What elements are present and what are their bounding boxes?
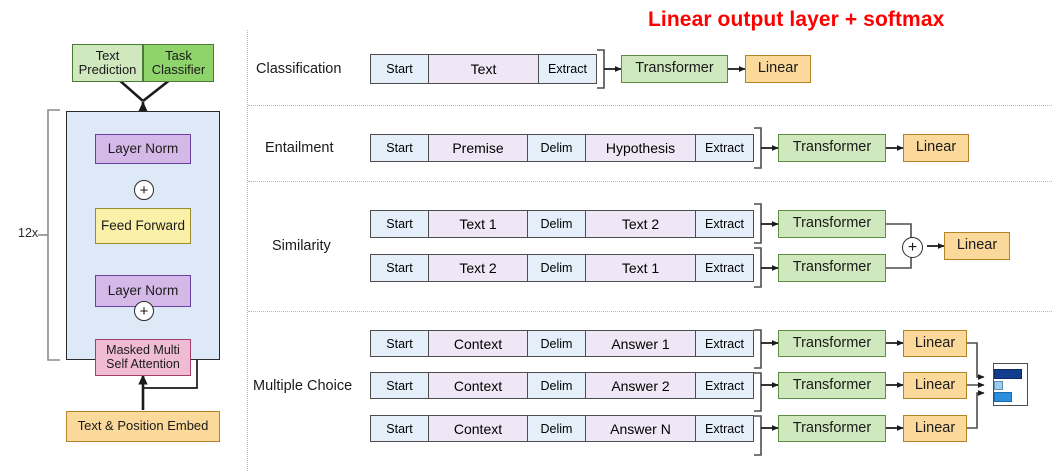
token-answer: Answer N (585, 415, 695, 442)
transformer-similarity-b: Transformer (778, 254, 886, 282)
task-label-similarity: Similarity (272, 238, 331, 254)
token-delim: Delim (527, 134, 585, 162)
transformer-multiple-choice-2: Transformer (778, 372, 886, 399)
token-context: Context (428, 330, 527, 357)
residual-add-top: + (134, 180, 154, 200)
token-start: Start (370, 210, 428, 238)
repeat-count-label: 12x (18, 226, 39, 240)
residual-add-bottom: + (134, 301, 154, 321)
sequence-multiple-choice-1: Start Context Delim Answer 1 Extract (370, 330, 754, 357)
token-extract: Extract (695, 210, 754, 238)
token-text: Text (428, 54, 538, 84)
similarity-combine-symbol: + (907, 238, 918, 256)
token-extract: Extract (695, 415, 754, 442)
token-answer: Answer 1 (585, 330, 695, 357)
transformer-multiple-choice-1: Transformer (778, 330, 886, 357)
block-layer-norm-bottom: Layer Norm (95, 275, 191, 307)
histogram-bar-1 (994, 369, 1022, 379)
divider-vertical-left (247, 30, 248, 471)
similarity-combine-add: + (902, 237, 923, 258)
token-delim: Delim (527, 415, 585, 442)
token-extract: Extract (695, 372, 754, 399)
task-label-entailment: Entailment (265, 140, 334, 156)
token-answer: Answer 2 (585, 372, 695, 399)
token-context: Context (428, 372, 527, 399)
linear-multiple-choice-2: Linear (903, 372, 967, 399)
token-premise: Premise (428, 134, 527, 162)
input-text-position-embed: Text & Position Embed (66, 411, 220, 442)
token-text-1: Text 1 (428, 210, 527, 238)
linear-multiple-choice-1: Linear (903, 330, 967, 357)
sequence-multiple-choice-n: Start Context Delim Answer N Extract (370, 415, 754, 442)
block-layer-norm-bottom-label: Layer Norm (107, 282, 179, 298)
linear-multiple-choice-n: Linear (903, 415, 967, 442)
linear-similarity: Linear (944, 232, 1010, 260)
linear-classification: Linear (745, 55, 811, 83)
token-start: Start (370, 372, 428, 399)
sequence-entailment: Start Premise Delim Hypothesis Extract (370, 134, 754, 162)
task-label-multiple-choice: Multiple Choice (253, 378, 353, 394)
token-delim: Delim (527, 330, 585, 357)
token-delim: Delim (527, 372, 585, 399)
divider-3 (248, 311, 1052, 312)
page-title: Linear output layer + softmax (648, 8, 945, 31)
token-start: Start (370, 330, 428, 357)
sequence-similarity-b: Start Text 2 Delim Text 1 Extract (370, 254, 754, 282)
token-delim: Delim (527, 254, 585, 282)
transformer-multiple-choice-n: Transformer (778, 415, 886, 442)
token-text-2: Text 2 (428, 254, 527, 282)
divider-2 (248, 181, 1052, 182)
token-hypothesis: Hypothesis (585, 134, 695, 162)
token-text-2: Text 2 (585, 210, 695, 238)
linear-entailment: Linear (903, 134, 969, 162)
residual-add-top-symbol: + (139, 181, 149, 199)
sequence-similarity-a: Start Text 1 Delim Text 2 Extract (370, 210, 754, 238)
sequence-classification: Start Text Extract (370, 54, 597, 84)
block-layer-norm-top-label: Layer Norm (107, 140, 179, 156)
transformer-entailment: Transformer (778, 134, 886, 162)
histogram-bar-2 (994, 381, 1003, 390)
token-start: Start (370, 54, 428, 84)
softmax-histogram (993, 363, 1028, 406)
token-text-1: Text 1 (585, 254, 695, 282)
sequence-multiple-choice-2: Start Context Delim Answer 2 Extract (370, 372, 754, 399)
token-context: Context (428, 415, 527, 442)
task-label-classification: Classification (256, 61, 342, 77)
block-feed-forward: Feed Forward (95, 208, 191, 244)
block-layer-norm-top: Layer Norm (95, 134, 191, 164)
histogram-bar-3 (994, 392, 1012, 402)
divider-1 (248, 105, 1052, 106)
transformer-similarity-a: Transformer (778, 210, 886, 238)
token-extract: Extract (695, 254, 754, 282)
token-extract: Extract (695, 330, 754, 357)
residual-add-bottom-symbol: + (139, 302, 149, 320)
input-embed-label: Text & Position Embed (77, 418, 209, 434)
token-extract: Extract (538, 54, 597, 84)
token-delim: Delim (527, 210, 585, 238)
block-feed-forward-label: Feed Forward (100, 217, 186, 233)
token-extract: Extract (695, 134, 754, 162)
transformer-classification: Transformer (621, 55, 728, 83)
token-start: Start (370, 415, 428, 442)
token-start: Start (370, 134, 428, 162)
token-start: Start (370, 254, 428, 282)
